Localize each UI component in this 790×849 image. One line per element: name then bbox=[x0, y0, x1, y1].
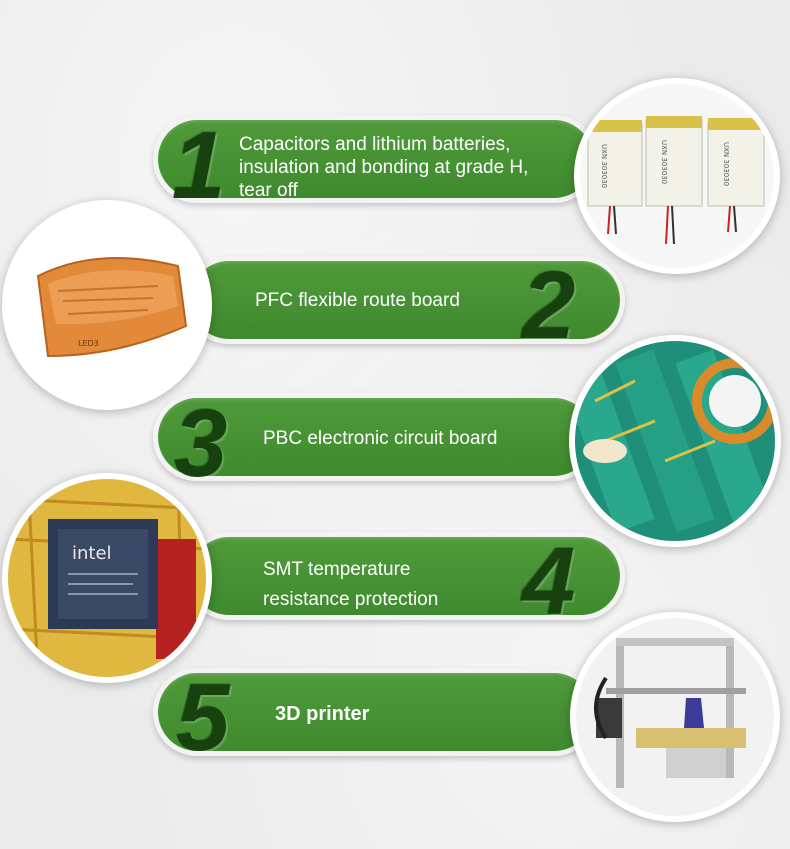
item-5-image bbox=[570, 612, 780, 822]
item-5-number: 5 bbox=[176, 664, 230, 771]
item-3-banner bbox=[153, 393, 598, 481]
item-3-label: PBC electronic circuit board bbox=[263, 428, 498, 449]
battery-1-label: UXN 303030 bbox=[600, 144, 608, 188]
item-4-banner bbox=[185, 532, 625, 620]
item-2-label: PFC flexible route board bbox=[255, 290, 460, 311]
item-2-number: 2 bbox=[522, 252, 576, 359]
item-1-image: UXN 303030 UXN 303030 UXN 303030 bbox=[574, 78, 780, 274]
item-4-number: 4 bbox=[522, 528, 576, 635]
battery-2-label: UXN 303030 bbox=[660, 140, 668, 184]
lithium-battery-icon: UXN 303030 UXN 303030 UXN 303030 bbox=[580, 84, 774, 268]
item-4-image: intel bbox=[2, 473, 212, 683]
item-3-image bbox=[569, 335, 781, 547]
item-1-label-line-2: insulation and bonding at grade H, bbox=[239, 157, 529, 178]
item-4-label-line-1: SMT temperature bbox=[263, 559, 411, 580]
item-1-number: 1 bbox=[172, 112, 226, 219]
item-4-label-line-2: resistance protection bbox=[263, 589, 439, 610]
3d-printer-icon bbox=[576, 618, 774, 816]
circuit-board-tape-icon bbox=[575, 341, 775, 541]
battery-3-label: UXN 303030 bbox=[722, 142, 730, 186]
item-3-number: 3 bbox=[174, 390, 228, 497]
svg-text:LED3: LED3 bbox=[78, 339, 99, 348]
flexible-circuit-icon: LED3 bbox=[8, 206, 206, 404]
item-1-banner bbox=[153, 115, 598, 203]
item-4-label: SMT temperature resistance protection bbox=[263, 555, 438, 615]
item-2-image: LED3 bbox=[2, 200, 212, 410]
intel-logo: intel bbox=[72, 543, 112, 564]
cpu-chip-icon: intel bbox=[8, 479, 206, 677]
item-1-label-line-1: Capacitors and lithium batteries, bbox=[239, 134, 511, 155]
item-1-label: Capacitors and lithium batteries, insula… bbox=[239, 133, 528, 202]
item-5-label: 3D printer bbox=[275, 703, 370, 725]
item-5-banner bbox=[153, 668, 598, 756]
item-1-label-line-3: tear off bbox=[239, 180, 298, 201]
